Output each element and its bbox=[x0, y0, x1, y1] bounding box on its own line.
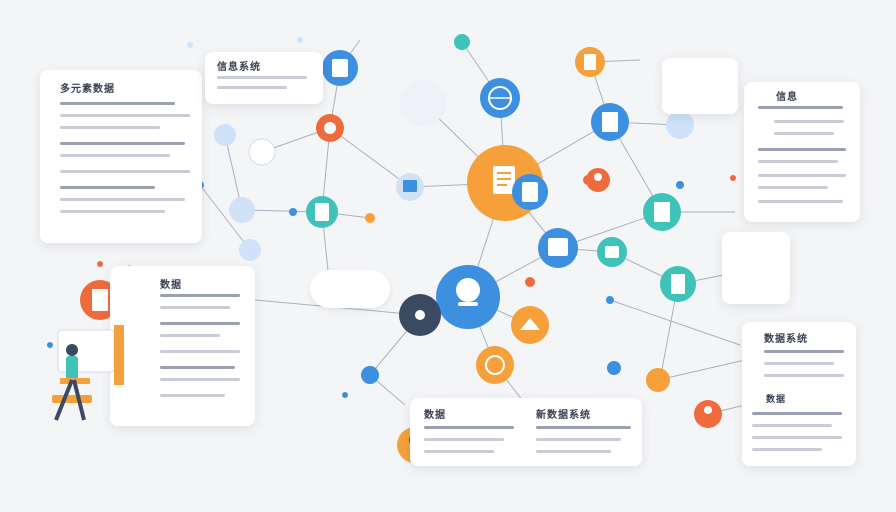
doc-card-top-right-small bbox=[662, 58, 738, 114]
card-title: 信息系统 bbox=[217, 62, 261, 73]
doc-card-right-bottom: 数据系统 数据 bbox=[742, 322, 856, 466]
card-title: 数据系统 bbox=[764, 334, 808, 345]
central-node bbox=[467, 145, 548, 221]
doc-card-left-mid: 数据 bbox=[110, 266, 255, 426]
person-illustration bbox=[52, 325, 124, 421]
hub-node bbox=[436, 265, 500, 329]
card-title: 数据 bbox=[160, 280, 182, 291]
globe-icon bbox=[476, 346, 514, 384]
doc-card-top-small: 信息系统 bbox=[205, 52, 323, 104]
cloud-shape bbox=[400, 80, 446, 126]
doc-card-right-mid bbox=[722, 232, 790, 304]
card-title: 信息 bbox=[776, 92, 798, 103]
card-title: 新数据系统 bbox=[536, 410, 591, 421]
doc-card-right-top: 信息 bbox=[744, 82, 860, 222]
cloud-shape bbox=[310, 270, 390, 308]
card-title: 数据 bbox=[424, 410, 446, 421]
card-title: 多元素数据 bbox=[60, 84, 115, 95]
card-subtitle: 数据 bbox=[766, 395, 787, 405]
icon-nodes bbox=[80, 34, 722, 463]
doc-card-bottom-mid: 数据 新数据系统 bbox=[410, 398, 642, 466]
doc-card-top-left: 多元素数据 bbox=[40, 70, 202, 243]
